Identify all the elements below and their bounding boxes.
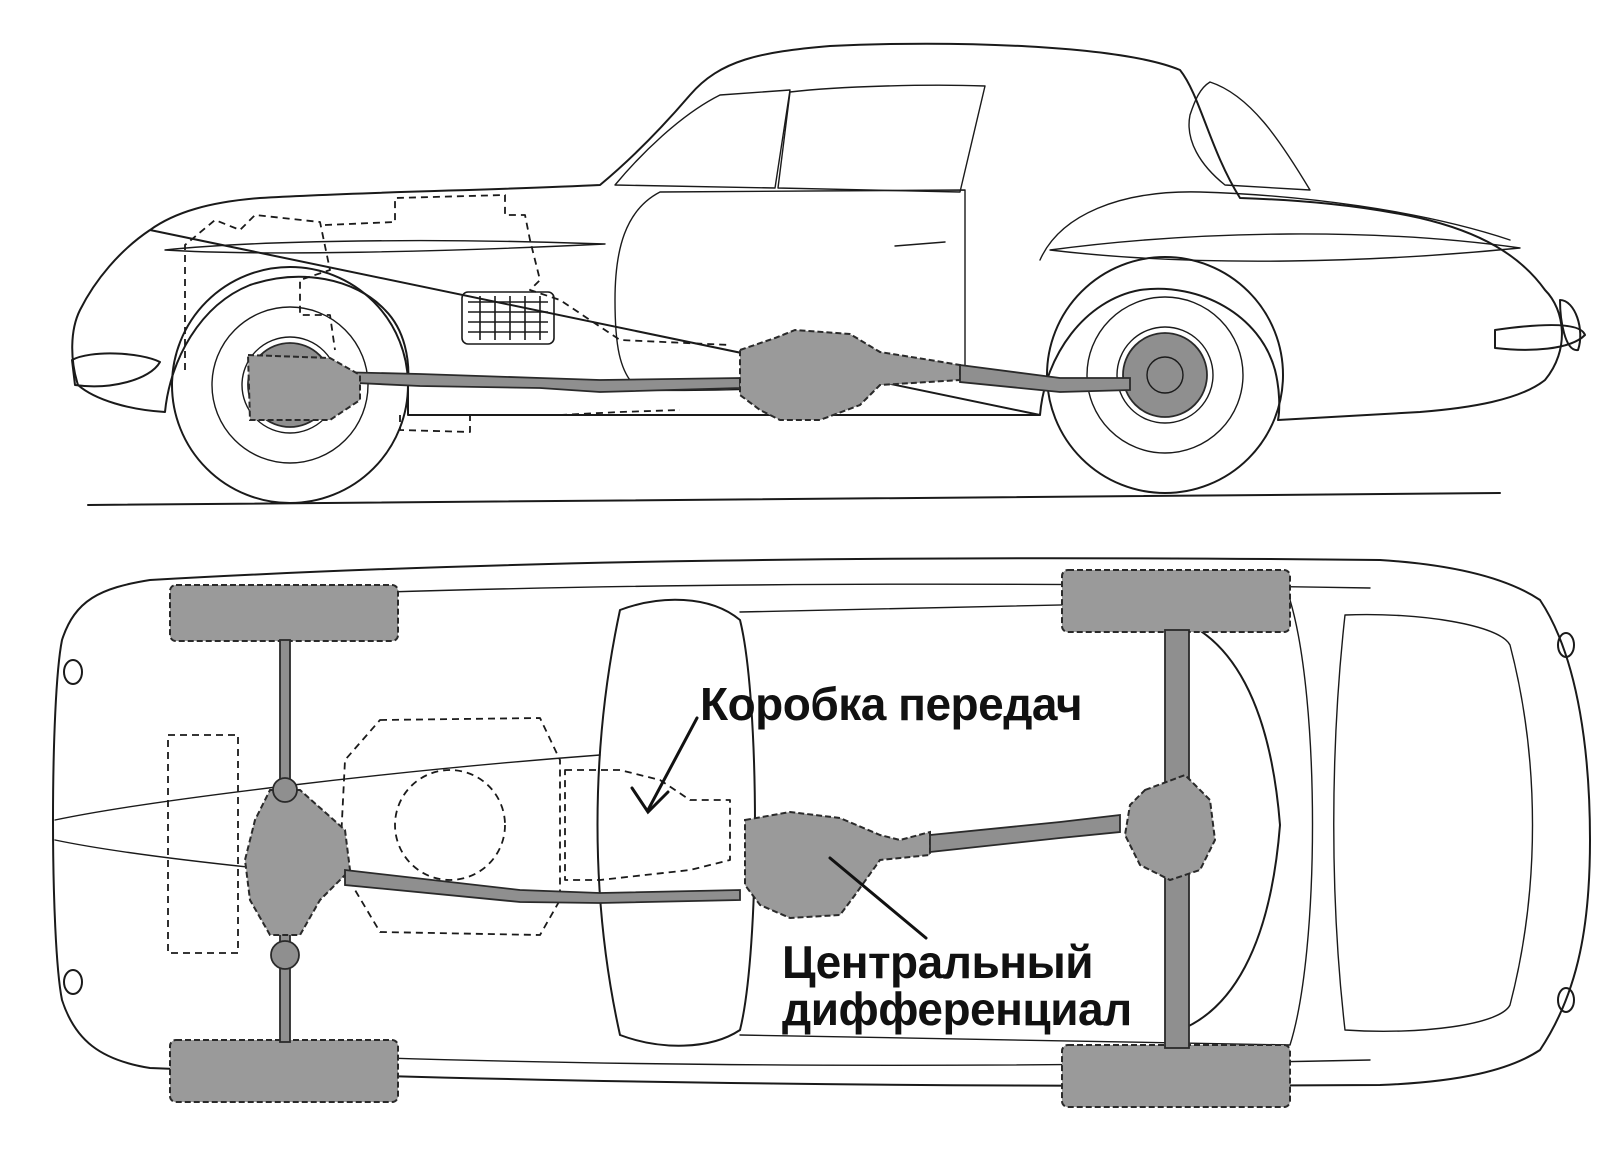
rear-bumper [1494,324,1586,351]
top-engine-outline [339,717,561,936]
label-gearbox: Коробка передач [700,678,1082,730]
side-rear-shaft [959,363,1131,393]
side-engine-outline [184,194,731,370]
gearbox-pointer-line [646,716,699,812]
top-taillight-right [1557,987,1575,1013]
top-front-cv-lower [270,940,300,970]
top-trunk [1333,613,1534,1032]
top-front-driveshaft [344,868,741,904]
center-diff-pointer-line [828,856,928,940]
top-front-cv-upper [272,777,298,803]
front-spear [164,239,606,254]
top-taillight-left [1557,632,1575,658]
top-radiator-outline [167,734,239,954]
top-body-outline [52,557,1591,1087]
top-flywheel-outline [394,769,506,881]
front-bumper [71,352,161,388]
side-center-diff [739,328,961,421]
top-rear-diff [1123,773,1217,882]
top-roof [739,599,1314,1046]
label-center-diff-group: Центральный дифференциал [782,856,1132,1035]
side-window-front [614,89,791,189]
rear-spear [1049,233,1521,262]
top-windshield [596,598,756,1047]
side-front-diff [246,353,361,421]
top-wheel-front-right [169,1039,399,1103]
side-window-rear [1188,81,1311,191]
ground-line [87,492,1501,506]
side-gearbox-outline [399,409,681,433]
gearbox-arrowhead [630,786,670,815]
side-body-outline [71,42,1563,421]
top-gearbox-outline [564,769,731,881]
label-center-diff-line1: Центральный [782,936,1093,988]
top-rear-driveshaft [929,813,1121,854]
door-handle [894,241,946,247]
side-driveshaft [334,371,741,393]
top-wheel-rear-right [1061,1044,1291,1108]
label-center-diff-line2: дифференциал [782,983,1132,1035]
top-front-diff [243,789,352,936]
side-rear-wheel [1046,256,1284,494]
side-window-door [777,84,986,193]
rear-arch [1039,191,1511,261]
top-view [52,557,1591,1108]
top-headlight-right [63,969,83,995]
top-wheel-rear-left [1061,569,1291,633]
rear-bumper-guard [1559,299,1582,351]
label-gearbox-group: Коробка передач [630,678,1083,815]
top-wheel-front-left [169,584,399,642]
side-view [71,42,1586,506]
top-headlight-left [63,659,83,685]
side-vent-grille [461,291,555,345]
top-rear-window [1179,619,1281,1031]
